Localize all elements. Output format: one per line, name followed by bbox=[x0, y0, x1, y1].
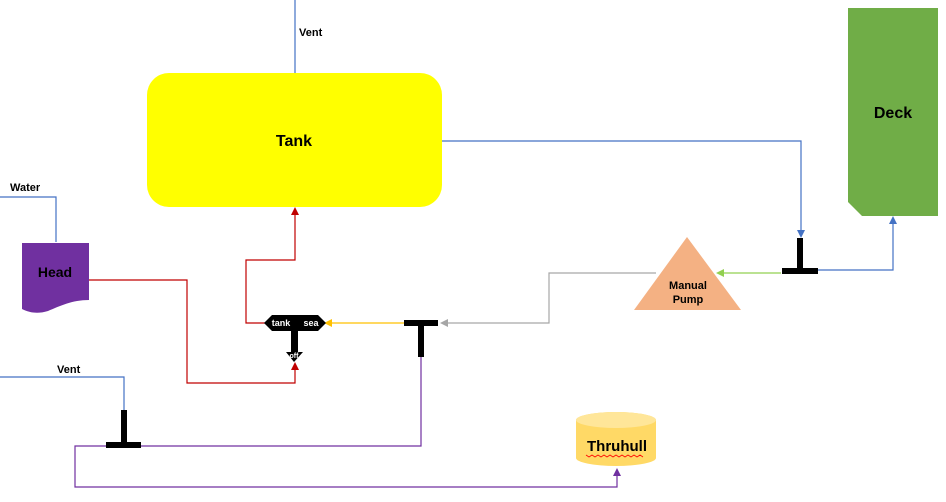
pump-to-tee-line bbox=[440, 272, 656, 327]
deck-tee-fitting[interactable] bbox=[782, 238, 818, 274]
head-to-valve-line bbox=[89, 279, 299, 384]
thruhull-top bbox=[576, 412, 656, 428]
head-label: Head bbox=[38, 264, 72, 280]
valve-to-tank-line bbox=[245, 207, 299, 324]
manual-pump-label-line2: Pump bbox=[673, 294, 704, 306]
manual-pump-label-line1: Manual bbox=[669, 280, 707, 292]
vent-line-bottom bbox=[0, 376, 125, 410]
thruhull-label: Thruhull bbox=[587, 438, 647, 455]
spellcheck-squiggle bbox=[585, 454, 644, 458]
three-way-valve[interactable] bbox=[264, 315, 326, 362]
water-label: Water bbox=[10, 182, 41, 194]
tee-to-vent-tee-line bbox=[141, 356, 422, 447]
valve-label-off: off bbox=[290, 353, 300, 360]
valve-label-sea: sea bbox=[303, 318, 319, 328]
vent-tee-fitting[interactable] bbox=[106, 410, 141, 448]
tank-node[interactable] bbox=[147, 73, 442, 207]
deck-to-tee-line bbox=[818, 216, 897, 271]
tank-label: Tank bbox=[276, 133, 312, 150]
vent-tee-to-thruhull-line bbox=[74, 445, 621, 488]
tank-to-tee-line bbox=[442, 140, 805, 238]
pump-tee-fitting[interactable] bbox=[404, 320, 438, 357]
deck-node[interactable] bbox=[848, 8, 938, 216]
head-node[interactable] bbox=[22, 243, 89, 313]
water-line bbox=[0, 196, 57, 242]
manual-pump-node[interactable] bbox=[634, 237, 741, 310]
valve-label-tank: tank bbox=[272, 318, 292, 328]
vent-label-bottom: Vent bbox=[57, 364, 81, 376]
vent-label-top: Vent bbox=[299, 27, 323, 39]
deck-label: Deck bbox=[874, 105, 912, 122]
